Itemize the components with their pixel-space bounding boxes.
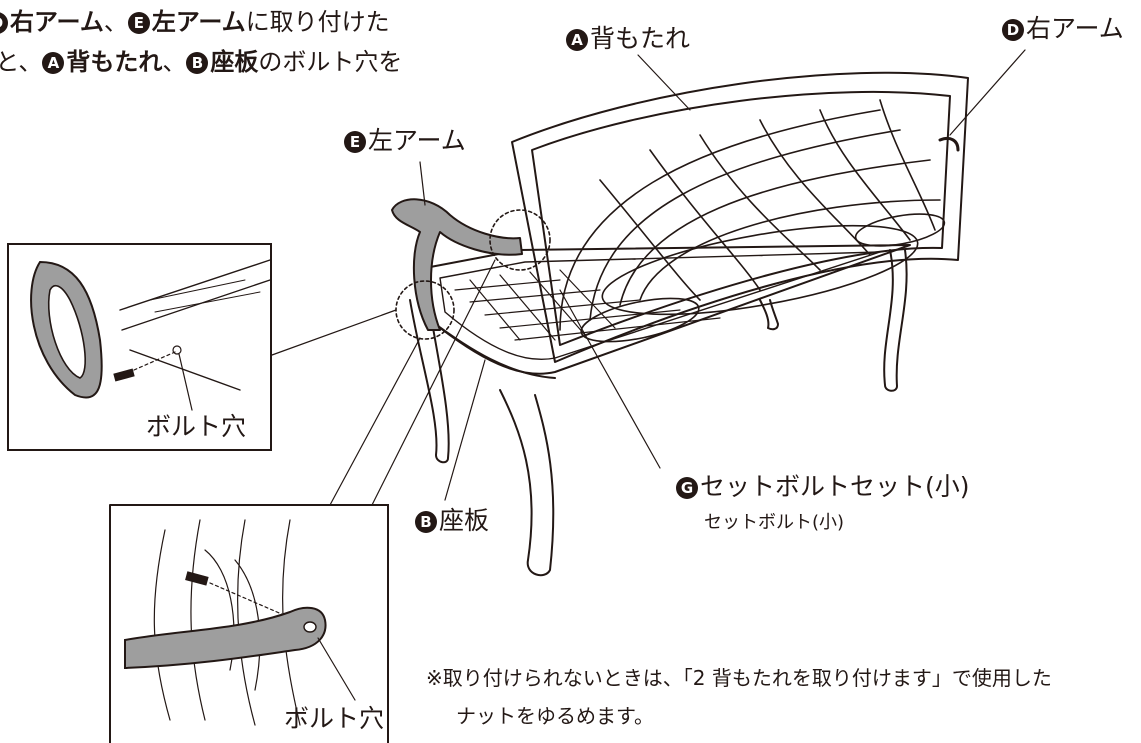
seat-term: 座板: [210, 48, 259, 76]
bolt-hole-label-bottom: ボルト穴: [284, 704, 385, 733]
marker-b-icon: B: [415, 511, 437, 533]
backrest-term: 背もたれ: [66, 48, 163, 76]
note-line-1: ※取り付けられないときは、「2 背もたれを取り付けます」で使用した: [426, 666, 1052, 690]
marker-a-icon: A: [566, 29, 588, 51]
right-arm-term: 右アーム: [10, 8, 104, 36]
marker-g-icon: G: [676, 477, 698, 499]
leader-lines: [271, 49, 1026, 506]
instruction-rest: に取り付けた: [245, 8, 390, 36]
marker-a-icon: A: [42, 52, 65, 74]
left-arm-term: 左アーム: [151, 8, 246, 36]
left-arm-shape: [391, 198, 523, 331]
marker-e-icon: E: [344, 131, 366, 153]
bolt-hole-label-left: ボルト穴: [146, 412, 247, 441]
instruction-start: )と、: [0, 48, 43, 76]
instruction-rest: のボルト穴を: [258, 48, 403, 76]
label-bolt-sub: セットボルト(小): [704, 512, 845, 533]
marker-e-icon: E: [127, 12, 150, 34]
right-arm-shape: [938, 136, 960, 152]
marker-b-icon: B: [186, 52, 209, 74]
seat-frame: [424, 244, 911, 379]
marker-d-icon: D: [0, 12, 8, 34]
separator: 、: [162, 48, 187, 76]
legs: [409, 249, 908, 577]
backrest-lattice: [559, 99, 946, 343]
backrest-frame: [511, 71, 969, 363]
marker-d-icon: D: [1002, 19, 1024, 41]
separator: 、: [103, 8, 128, 36]
bottom-detail-box: [109, 504, 389, 743]
left-detail-box: [7, 243, 272, 451]
note-line-2: ナットをゆるめます。: [456, 704, 654, 728]
